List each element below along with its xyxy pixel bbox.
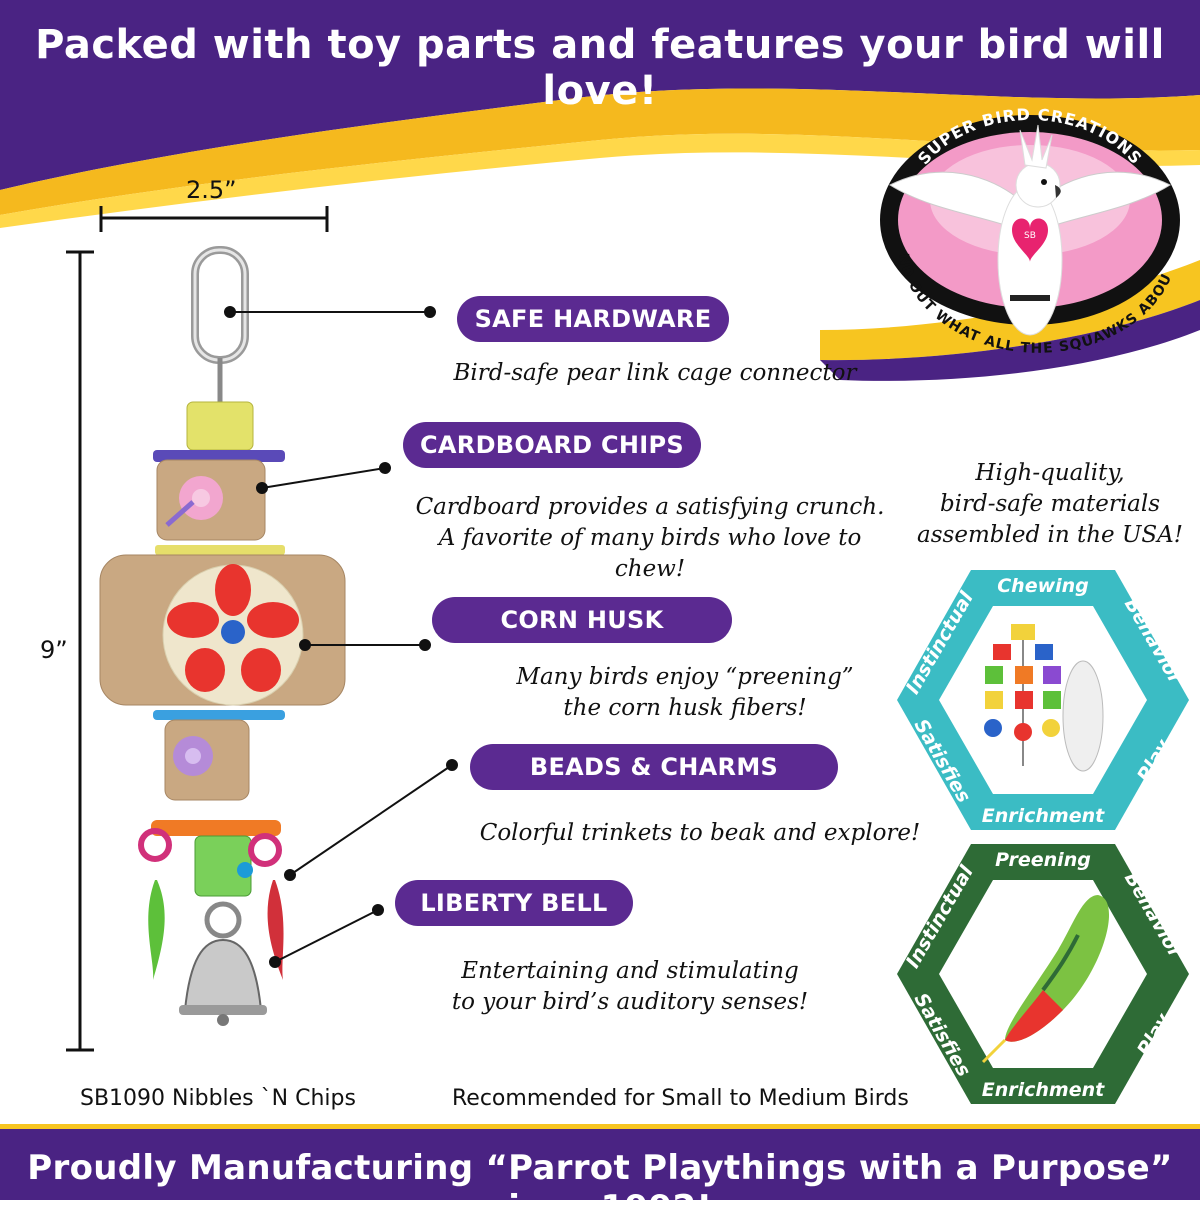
height-label: 9” xyxy=(40,636,68,664)
desc-line: A favorite of many birds who love to che… xyxy=(438,525,862,582)
product-sku-name: SB1090 Nibbles `N Chips xyxy=(80,1086,356,1111)
desc-line: to your bird’s auditory senses! xyxy=(451,989,809,1015)
feature-pill-liberty-bell: LIBERTY BELL xyxy=(395,880,633,926)
feature-desc-beads-charms: Colorful trinkets to beak and explore! xyxy=(470,818,930,849)
width-dimension-line xyxy=(99,206,329,232)
feature-pill-corn-husk: CORN HUSK xyxy=(432,597,732,643)
desc-line: Many birds enjoy “preening” xyxy=(516,664,854,690)
heart-initials: SB xyxy=(1024,231,1036,241)
headline: Packed with toy parts and features your … xyxy=(35,22,1165,114)
hex2-top: Preening xyxy=(995,849,1091,871)
feature-desc-safe-hardware: Bird-safe pear link cage connector xyxy=(440,358,870,389)
height-dimension-line xyxy=(66,250,94,1052)
hexagon-chewing: Chewing Enrichment Behavior Play Satisfi… xyxy=(897,570,1189,830)
footer-slogan: Proudly Manufacturing “Parrot Playthings… xyxy=(27,1148,1173,1228)
desc-line: Entertaining and stimulating xyxy=(461,958,799,984)
desc-line: Colorful trinkets to beak and explore! xyxy=(479,820,921,846)
hexagon-preening: Preening Enrichment Behavior Play Satisf… xyxy=(897,844,1189,1104)
desc-line: Cardboard provides a satisfying crunch. xyxy=(415,494,885,520)
quality-line: assembled in the USA! xyxy=(917,522,1183,548)
desc-line: Bird-safe pear link cage connector xyxy=(453,360,857,386)
feature-pill-beads-charms: BEADS & CHARMS xyxy=(470,744,838,790)
feather-icon xyxy=(981,895,1110,1064)
chewing-toy-icon xyxy=(984,624,1104,772)
desc-line: the corn husk fibers! xyxy=(563,695,807,721)
background-art xyxy=(0,0,1200,1200)
super-bird-creations-logo: SUPER BIRD CREATIONS SB FIND OUT WHAT AL… xyxy=(870,90,1180,357)
hex2-bottom: Enrichment xyxy=(982,1079,1105,1101)
cockatoo-icon: SB xyxy=(888,124,1172,336)
product-recommendation: Recommended for Small to Medium Birds xyxy=(452,1086,909,1111)
feature-desc-cardboard-chips: Cardboard provides a satisfying crunch. … xyxy=(400,492,900,585)
feature-desc-liberty-bell: Entertaining and stimulating to your bir… xyxy=(420,956,840,1018)
hex1-top: Chewing xyxy=(997,575,1089,597)
width-label: 2.5” xyxy=(186,176,237,204)
feature-desc-corn-husk: Many birds enjoy “preening” the corn hus… xyxy=(470,662,900,724)
feature-pill-cardboard-chips: CARDBOARD CHIPS xyxy=(403,422,701,468)
bird-toy-illustration xyxy=(99,246,346,1026)
quality-line: High-quality, xyxy=(975,460,1125,486)
quality-line: bird-safe materials xyxy=(939,491,1161,517)
quality-note: High-quality, bird-safe materials assemb… xyxy=(905,458,1195,551)
hex1-bottom: Enrichment xyxy=(982,805,1105,827)
feature-pill-safe-hardware: SAFE HARDWARE xyxy=(457,296,729,342)
